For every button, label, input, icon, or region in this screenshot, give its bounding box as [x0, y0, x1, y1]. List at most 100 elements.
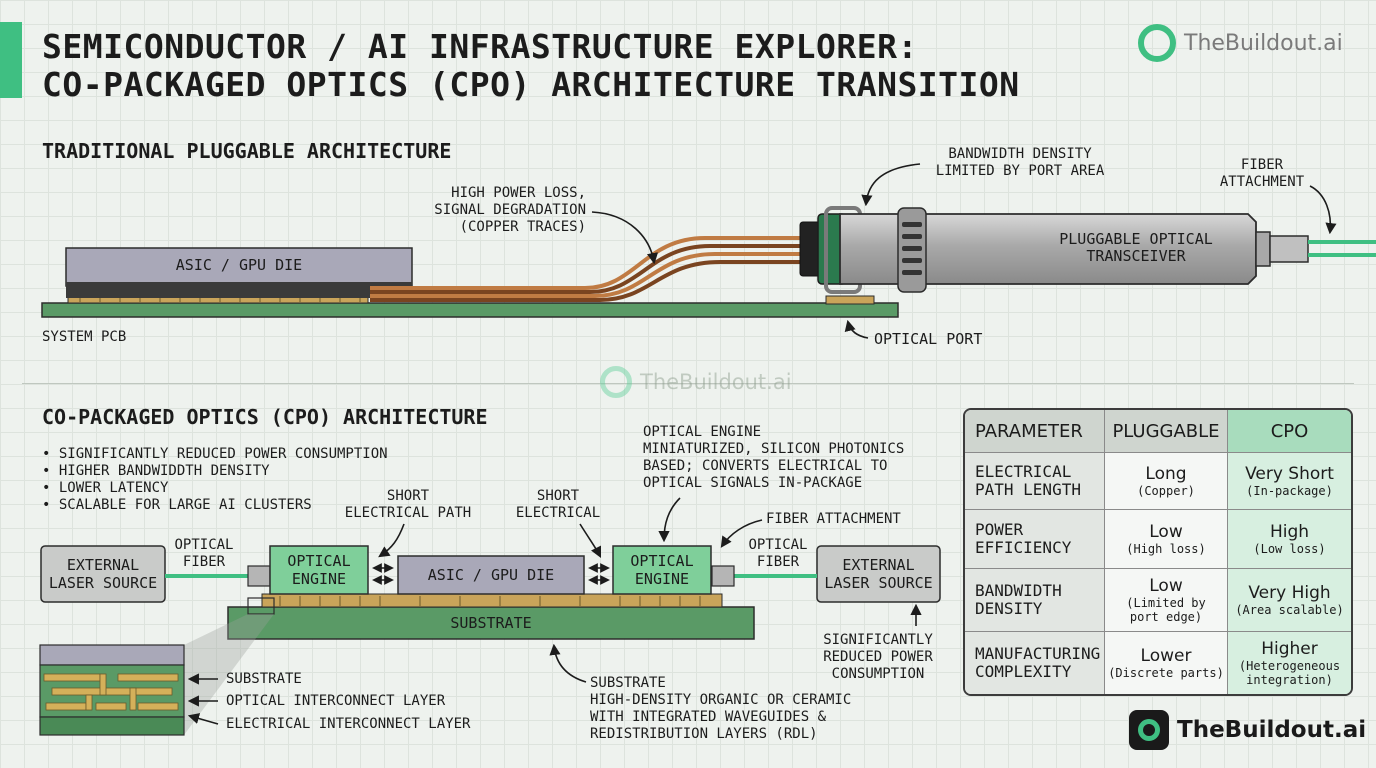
engine-note-line-4: OPTICAL SIGNALS IN-PACKAGE [643, 475, 863, 491]
substrate-note: SUBSTRATE HIGH-DENSITY ORGANIC OR CERAMI… [590, 675, 851, 743]
bandwidth-line-1: BANDWIDTH DENSITY [948, 146, 1092, 162]
param-line: COMPLEXITY [975, 662, 1072, 681]
list-item: SCALABLE FOR LARGE AI CLUSTERS [42, 497, 388, 514]
cpo-substrate-label: SUBSTRATE [450, 614, 532, 632]
substrate-note-line-1: SUBSTRATE [590, 675, 666, 691]
cpo-asic-die [397, 555, 585, 595]
cell-note: (Discrete parts) [1108, 666, 1224, 680]
page-title: SEMICONDUCTOR / AI INFRASTRUCTURE EXPLOR… [42, 28, 1020, 104]
system-pcb [41, 302, 899, 318]
traditional-asic-label: ASIC / GPU DIE [175, 256, 303, 274]
optical-port-label: OPTICAL PORT [874, 330, 983, 348]
table-header-cpo: CPO [1228, 410, 1351, 453]
cell-note: integration) [1246, 673, 1333, 687]
table-header-row: PARAMETER PLUGGABLE CPO [965, 410, 1351, 453]
cell-note: (Heterogeneous [1238, 659, 1341, 673]
cell-note: (High loss) [1126, 542, 1206, 556]
cell-note: (Area scalable) [1235, 603, 1344, 617]
optical-fiber-left-label: OPTICAL FIBER [168, 537, 240, 571]
engine-note-line-2: MINIATURIZED, SILICON PHOTONICS [643, 441, 905, 457]
list-item: LOWER LATENCY [42, 480, 388, 497]
fiber-attachment-label: FIBER ATTACHMENT [766, 511, 901, 527]
reduced-power-line-2: REDUCED POWER [823, 649, 933, 665]
power-loss-note: HIGH POWER LOSS, SIGNAL DEGRADATION (COP… [420, 185, 586, 236]
optical-fiber-right-label: OPTICAL FIBER [742, 537, 814, 571]
brand-watermark: TheBuildout.ai [600, 366, 792, 398]
cell-value: Low [1149, 576, 1183, 596]
fiber-note-line-1: FIBER [1240, 157, 1284, 173]
cell-note: (Low loss) [1253, 542, 1326, 556]
bandwidth-note: BANDWIDTH DENSITY LIMITED BY PORT AREA [920, 146, 1120, 180]
list-item: SIGNIFICANTLY REDUCED POWER CONSUMPTION [42, 446, 388, 463]
cell-value: High [1269, 522, 1310, 542]
list-item: HIGHER BANDWIDDTH DENSITY [42, 463, 388, 480]
cell-value: Higher [1261, 639, 1318, 659]
short-right-line-2: ELECTRICAL [515, 505, 601, 521]
table-header-parameter: PARAMETER [965, 410, 1105, 453]
table-header-pluggable: PLUGGABLE [1105, 410, 1228, 453]
short-right-line-1: SHORT [536, 488, 580, 504]
cell-value: Very High [1248, 583, 1331, 603]
traditional-heading: TRADITIONAL PLUGGABLE ARCHITECTURE [42, 139, 452, 163]
laser-left-line-2: LASER SOURCE [48, 574, 158, 592]
engine-note-line-1: OPTICAL ENGINE [643, 424, 762, 440]
table-cell-pluggable: Low(High loss) [1105, 510, 1228, 569]
short-left-line-2: ELECTRICAL PATH [344, 505, 472, 521]
bandwidth-line-2: LIMITED BY PORT AREA [935, 163, 1105, 179]
accent-bar [0, 22, 22, 98]
brand-name: TheBuildout.ai [1184, 30, 1343, 56]
title-line-2: CO-PACKAGED OPTICS (CPO) ARCHITECTURE TR… [42, 65, 1020, 104]
section-divider [22, 383, 1354, 384]
power-loss-line-1: HIGH POWER LOSS, [451, 185, 586, 201]
cell-value: Low [1149, 522, 1183, 542]
laser-right-line-2: LASER SOURCE [824, 574, 933, 592]
table-cell-cpo: Very Short(In-package) [1228, 453, 1351, 510]
fiber-lines [1308, 240, 1376, 257]
system-pcb-label: SYSTEM PCB [42, 329, 127, 345]
layer-label-substrate: SUBSTRATE [226, 671, 302, 687]
transceiver-label: PLUGGABLE OPTICAL TRANSCEIVER [1036, 231, 1236, 265]
engine-right-line-2: ENGINE [634, 570, 690, 588]
engine-note-line-3: BASED; CONVERTS ELECTRICAL TO [643, 458, 888, 474]
fiber-right-line-2: FIBER [756, 554, 800, 570]
reduced-power-note: SIGNIFICANTLY REDUCED POWER CONSUMPTION [814, 632, 942, 683]
param-line: BANDWIDTH [975, 581, 1062, 600]
layer-label-optical: OPTICAL INTERCONNECT LAYER [226, 693, 446, 709]
reduced-power-line-3: CONSUMPTION [831, 666, 925, 682]
optical-engine-note: OPTICAL ENGINE MINIATURIZED, SILICON PHO… [643, 424, 904, 492]
pluggable-transceiver [839, 213, 1257, 285]
cpo-heading: CO-PACKAGED OPTICS (CPO) ARCHITECTURE [42, 405, 488, 429]
optical-engine-left [269, 545, 369, 595]
cross-section-inset [39, 644, 185, 736]
short-left-line-1: SHORT [386, 488, 430, 504]
reduced-power-line-1: SIGNIFICANTLY [823, 632, 933, 648]
cell-value: Very Short [1245, 464, 1334, 484]
laser-right-line-1: EXTERNAL [842, 556, 915, 574]
fiber-note-line-2: ATTACHMENT [1219, 174, 1305, 190]
power-loss-line-2: SIGNAL DEGRADATION [434, 202, 586, 218]
short-path-right-note: SHORT ELECTRICAL [508, 488, 608, 522]
cell-value: Long [1145, 464, 1187, 484]
substrate-note-line-4: REDISTRIBUTION LAYERS (RDL) [590, 726, 818, 742]
brand-watermark-text: TheBuildout.ai [640, 370, 792, 394]
engine-left-line-2: ENGINE [291, 570, 347, 588]
engine-right-line-1: OPTICAL [630, 552, 694, 570]
param-line: POWER [975, 520, 1024, 539]
brand-watermark-ring-icon [600, 366, 632, 398]
brand-ring-icon [1138, 24, 1176, 62]
substrate-note-line-2: HIGH-DENSITY ORGANIC OR CERAMIC [590, 692, 852, 708]
layer-label-electrical: ELECTRICAL INTERCONNECT LAYER [226, 716, 471, 732]
fiber-attachment-note: FIBER ATTACHMENT [1212, 157, 1312, 191]
cell-note: port edge) [1129, 610, 1203, 624]
substrate-note-line-3: WITH INTEGRATED WAVEGUIDES & [590, 709, 827, 725]
